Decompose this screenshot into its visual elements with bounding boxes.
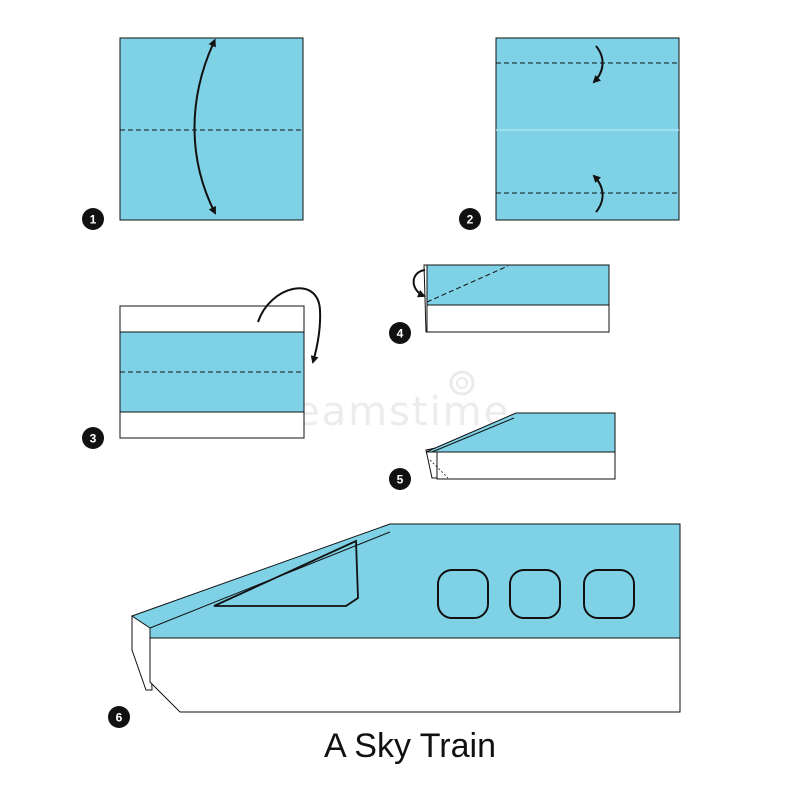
- step-3-number: 3: [90, 432, 97, 446]
- step-2-bottom-arrow: [592, 174, 604, 213]
- step-2-badge: 2: [459, 208, 481, 230]
- step-5-fold-edge: [431, 417, 515, 453]
- step-5-nose-crease: [429, 459, 449, 479]
- step-4-white-band: [426, 304, 610, 333]
- step-1-square: [119, 37, 304, 221]
- step-3-badge: 3: [82, 427, 104, 449]
- step-2-top-arrow: [592, 45, 604, 84]
- step-3-mountain-fold-arrow: [257, 287, 322, 364]
- step-2: 2: [459, 37, 680, 230]
- train-window-2: [509, 569, 561, 619]
- step-4-badge: 4: [389, 322, 411, 344]
- train-blue-body: [130, 523, 681, 639]
- step-2-square: [495, 37, 680, 221]
- step-6-badge: 6: [108, 706, 130, 728]
- train-windshield: [213, 539, 359, 607]
- step-6-number: 6: [116, 711, 123, 725]
- step-3: 3: [82, 287, 322, 449]
- step-5: 5: [389, 412, 616, 490]
- train-white-base: [149, 637, 681, 713]
- step-4-fold-arrow: [412, 269, 426, 298]
- diagram-title: A Sky Train: [324, 727, 496, 765]
- step-5-white-band: [436, 451, 616, 480]
- step-2-number: 2: [467, 213, 474, 227]
- step-1-badge: 1: [82, 208, 104, 230]
- step-3-top-white-band: [119, 305, 305, 333]
- step-1: 1: [82, 37, 304, 230]
- step-4-blue-band: [426, 264, 610, 306]
- train-window-3: [583, 569, 635, 619]
- step-6-sky-train: 6: [108, 523, 681, 728]
- step-4: 4: [389, 264, 610, 344]
- step-5-badge: 5: [389, 468, 411, 490]
- step-1-fold-arrow: [193, 38, 216, 215]
- step-3-bottom-white-band: [119, 411, 305, 439]
- step-1-number: 1: [90, 213, 97, 227]
- step-5-number: 5: [397, 473, 404, 487]
- train-window-1: [437, 569, 489, 619]
- step-4-number: 4: [397, 327, 404, 341]
- step-4-diagonal-fold-line: [426, 265, 509, 303]
